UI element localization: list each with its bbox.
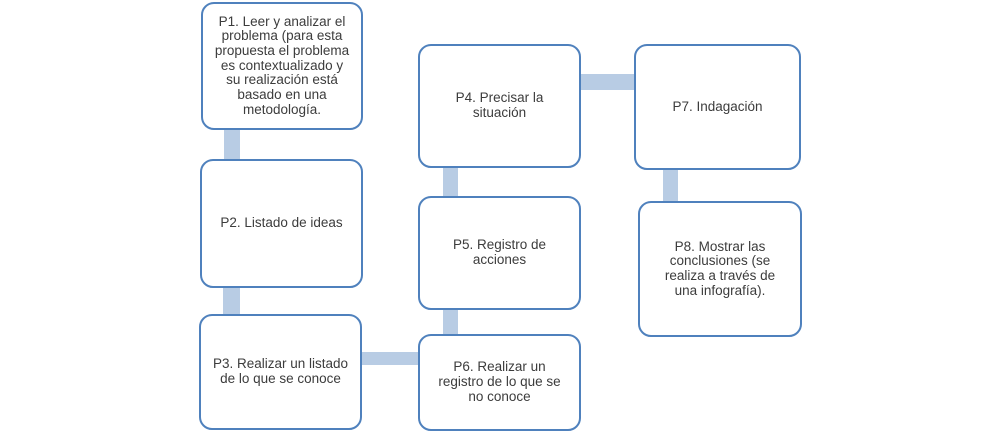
flowchart-box-p8-label: P8. Mostrar las conclusiones (se realiza… bbox=[664, 238, 776, 298]
connector-p3-p6 bbox=[358, 352, 422, 365]
connector-p7-p8 bbox=[663, 166, 678, 205]
flowchart-box-p6: P6. Realizar un registro de lo que se no… bbox=[418, 334, 581, 431]
flowchart-box-p6-label: P6. Realizar un registro de lo que se no… bbox=[438, 359, 561, 404]
flowchart-box-p3: P3. Realizar un listado de lo que se con… bbox=[199, 314, 362, 430]
flowchart-box-p2-label: P2. Listado de ideas bbox=[220, 215, 343, 231]
connector-p6-p5 bbox=[443, 306, 458, 338]
flowchart-box-p1: P1. Leer y analizar el problema (para es… bbox=[201, 2, 363, 130]
flowchart-box-p4-label: P4. Precisar la situación bbox=[455, 90, 544, 120]
flowchart-box-p8: P8. Mostrar las conclusiones (se realiza… bbox=[638, 201, 802, 337]
connector-p2-p3 bbox=[223, 284, 240, 318]
connector-p4-p7 bbox=[577, 74, 638, 90]
flowchart-box-p7: P7. Indagación bbox=[634, 44, 801, 170]
flowchart-box-p5: P5. Registro de acciones bbox=[418, 196, 581, 310]
flowchart-box-p3-label: P3. Realizar un listado de lo que se con… bbox=[212, 356, 349, 386]
flowchart-box-p7-label: P7. Indagación bbox=[672, 98, 763, 114]
flowchart-box-p5-label: P5. Registro de acciones bbox=[452, 237, 547, 267]
connector-p1-p2 bbox=[224, 125, 240, 165]
connector-p5-p4 bbox=[443, 164, 458, 200]
flowchart-box-p4: P4. Precisar la situación bbox=[418, 44, 581, 168]
flowchart-box-p1-label: P1. Leer y analizar el problema (para es… bbox=[214, 13, 350, 117]
flowchart-box-p2: P2. Listado de ideas bbox=[200, 159, 363, 288]
